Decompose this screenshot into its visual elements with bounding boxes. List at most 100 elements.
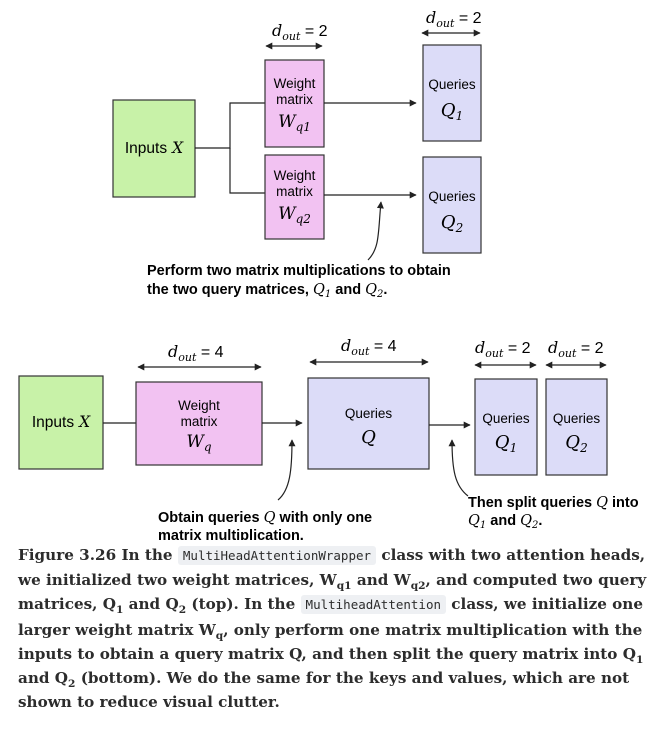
weight-matrix-wq2: Weight matrix Wq2 xyxy=(264,154,325,240)
top-branch-line-2 xyxy=(229,148,265,194)
top-note-pointer xyxy=(367,201,384,261)
queries-label: Queries xyxy=(553,411,601,426)
weight-subscript: q xyxy=(204,440,212,454)
code-multiheadattention: MultiheadAttention xyxy=(300,595,447,615)
queries-label: Queries xyxy=(428,189,476,204)
bottom-right-note-line1: Then split queries Q into xyxy=(468,495,639,511)
queries-q1-box: Queries Q1 xyxy=(422,44,482,142)
queries-label: Queries xyxy=(428,77,476,92)
queries-subscript: 2 xyxy=(455,221,464,235)
inputs-variable: X xyxy=(78,413,91,431)
queries-variable: Q xyxy=(565,432,580,453)
top-note-line1: Perform two matrix multiplications to ob… xyxy=(147,263,451,279)
weight-label-line2: matrix xyxy=(276,184,313,199)
dim-subscript: out xyxy=(436,17,455,30)
dim-symbol: d xyxy=(426,8,436,27)
bottom-left-pointer xyxy=(277,439,296,501)
weight-label-line2: matrix xyxy=(276,92,313,107)
bottom-q2-dim: dout = 2 xyxy=(545,338,607,369)
svg-text:dout = 2: dout = 2 xyxy=(548,338,604,360)
queries-label: Queries xyxy=(345,406,393,421)
svg-text:Wq1: Wq1 xyxy=(278,112,311,134)
queries-subscript: 1 xyxy=(456,109,464,123)
bottom-right-note-line2: Q1 and Q2. xyxy=(468,513,542,531)
svg-text:Q1: Q1 xyxy=(441,100,463,123)
queries-q2-split-box: Queries Q2 xyxy=(545,378,608,476)
inputs-variable: X xyxy=(171,139,184,157)
weight-subscript: q2 xyxy=(296,212,311,226)
dim-value: = 2 xyxy=(300,23,327,40)
queries-variable: Q xyxy=(495,432,510,453)
bottom-left-note-line1: Obtain queries Q with only one xyxy=(158,510,372,526)
weight-label-line1: Weight xyxy=(274,76,316,91)
dim-subscript: out xyxy=(178,351,197,364)
queries-subscript: 1 xyxy=(510,441,518,455)
dim-symbol: d xyxy=(168,342,178,361)
svg-text:dout = 2: dout = 2 xyxy=(272,21,328,43)
top-note-line2: the two query matrices, Q1 and Q2. xyxy=(147,282,387,300)
queries-subscript: 2 xyxy=(579,441,588,455)
svg-text:Wq2: Wq2 xyxy=(278,204,311,226)
inputs-label: Inputs xyxy=(125,140,167,157)
top-queries-dim: dout = 2 xyxy=(421,8,482,37)
queries-label: Queries xyxy=(482,411,530,426)
dim-value: = 4 xyxy=(196,344,223,361)
weight-matrix-wq1: Weight matrix Wq1 xyxy=(264,59,325,148)
dim-value: = 2 xyxy=(503,340,530,357)
bottom-weight-dim: dout = 4 xyxy=(137,342,262,371)
svg-text:Wq: Wq xyxy=(186,432,211,454)
svg-text:Q2: Q2 xyxy=(565,432,587,455)
queries-q2-box: Queries Q2 xyxy=(422,156,482,254)
top-note: Perform two matrix multiplications to ob… xyxy=(147,263,451,300)
top-weight-dim: dout = 2 xyxy=(265,21,328,50)
dim-subscript: out xyxy=(485,347,504,360)
dim-symbol: d xyxy=(341,336,351,355)
figure-caption: Figure 3.26 In the MultiHeadAttentionWra… xyxy=(18,546,647,712)
queries-variable: Q xyxy=(441,100,456,121)
queries-variable: Q xyxy=(441,212,456,233)
bottom-diagram: dout = 4 dout = 4 dout = 2 dout = 2 xyxy=(18,336,639,540)
svg-text:Q2: Q2 xyxy=(441,212,463,235)
bottom-right-note: Then split queries Q into Q1 and Q2. xyxy=(468,495,639,531)
queries-q1-split-box: Queries Q1 xyxy=(474,378,538,476)
weight-variable: W xyxy=(278,204,297,224)
weight-variable: W xyxy=(186,432,205,452)
queries-q-box: Queries Q xyxy=(307,377,430,470)
svg-text:dout = 2: dout = 2 xyxy=(426,8,482,30)
weight-subscript: q1 xyxy=(296,120,311,134)
bottom-left-note: Obtain queries Q with only one matrix mu… xyxy=(158,510,372,540)
svg-text:Q1: Q1 xyxy=(495,432,517,455)
weight-label-line2: matrix xyxy=(181,414,218,429)
bottom-right-pointer xyxy=(448,439,469,497)
dim-symbol: d xyxy=(548,338,558,357)
bottom-queries-dim: dout = 4 xyxy=(309,336,429,366)
code-multiheadattentionwrapper: MultiHeadAttentionWrapper xyxy=(177,546,377,565)
weight-label-line1: Weight xyxy=(178,398,220,413)
weight-matrix-wq: Weight matrix Wq xyxy=(135,381,263,466)
dim-subscript: out xyxy=(558,347,577,360)
dim-value: = 2 xyxy=(454,10,481,27)
top-branch-line xyxy=(195,102,265,149)
dim-value: = 4 xyxy=(369,338,396,355)
svg-text:dout = 2: dout = 2 xyxy=(475,338,531,360)
dim-value: = 2 xyxy=(576,340,603,357)
dim-subscript: out xyxy=(282,30,301,43)
queries-variable: Q xyxy=(361,427,376,448)
weight-label-line1: Weight xyxy=(274,168,316,183)
weight-variable: W xyxy=(278,112,297,132)
dim-symbol: d xyxy=(272,21,282,40)
bottom-q1-dim: dout = 2 xyxy=(474,338,537,369)
inputs-label: Inputs xyxy=(32,414,74,431)
figure-number: Figure 3.26 xyxy=(18,546,117,564)
svg-text:dout = 4: dout = 4 xyxy=(341,336,397,358)
bottom-left-note-line2: matrix multiplication. xyxy=(158,528,304,540)
dim-symbol: d xyxy=(475,338,485,357)
svg-text:dout = 4: dout = 4 xyxy=(168,342,224,364)
dim-subscript: out xyxy=(351,345,370,358)
